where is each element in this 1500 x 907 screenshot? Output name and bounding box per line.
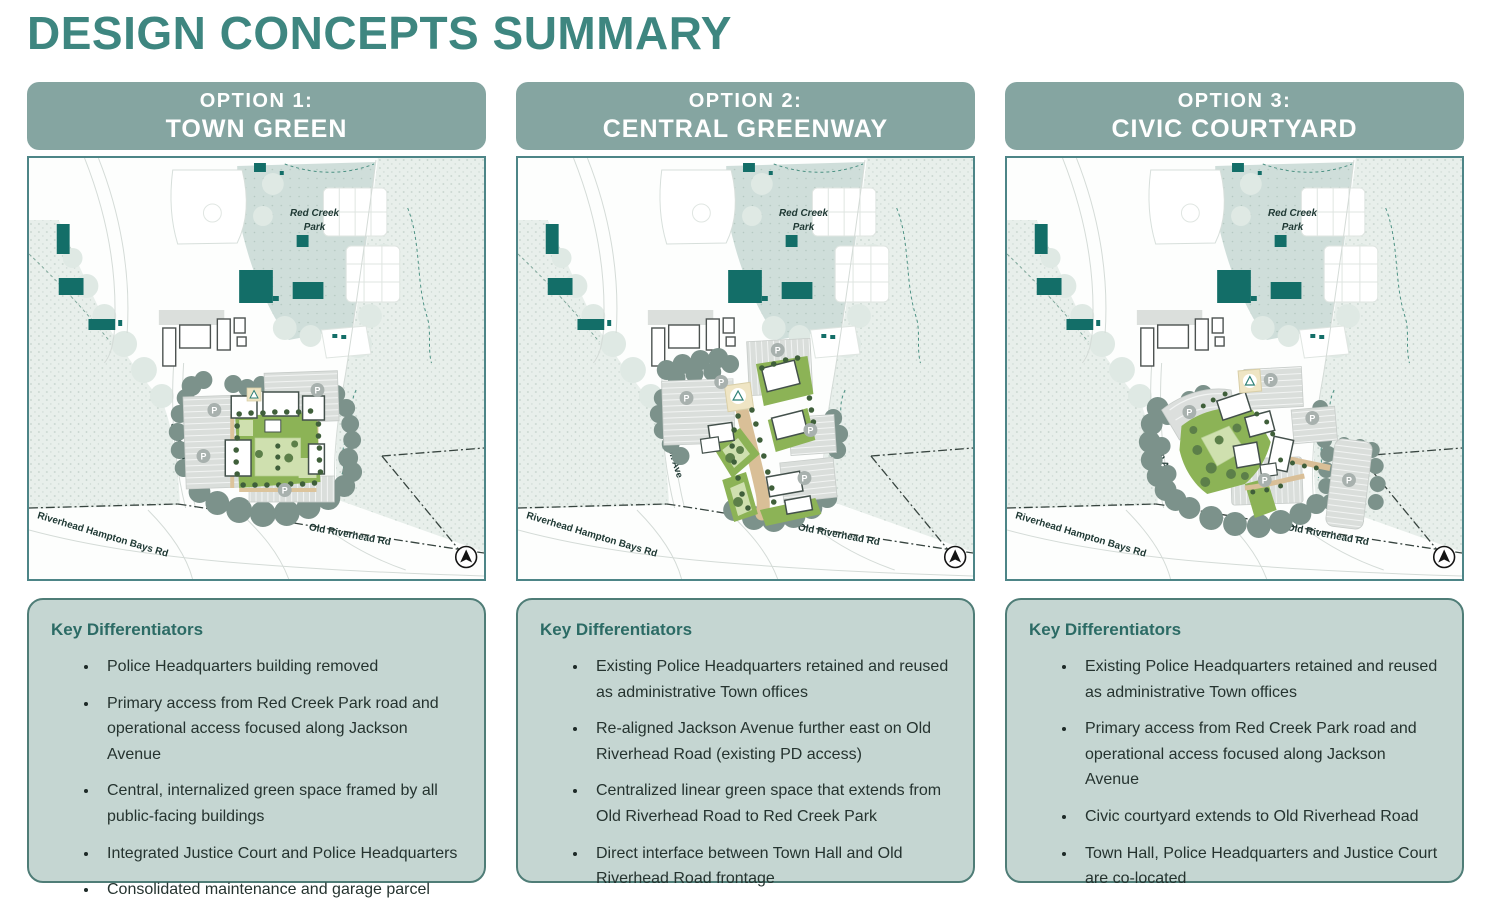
svg-text:P: P: [802, 473, 808, 483]
key-differentiators-heading: Key Differentiators: [51, 620, 204, 639]
proposed-buildings: [1215, 390, 1295, 478]
site-plan-map-option-2: P P P P P: [518, 158, 973, 579]
parking-markers: P P P P P: [1182, 373, 1356, 487]
svg-text:P: P: [1309, 413, 1315, 423]
option-1-site-plan: P P P P: [168, 370, 363, 527]
site-plan-map-option-3: P P P P P: [1007, 158, 1462, 579]
option-column-2: OPTION 2: CENTRAL GREENWAY: [516, 82, 975, 887]
svg-text:P: P: [684, 393, 690, 403]
option-1-title-line1: OPTION 1:: [199, 90, 314, 112]
pavilion-icon: [246, 387, 262, 402]
svg-text:P: P: [807, 425, 813, 435]
key-differentiators-list: Existing Police Headquarters retained an…: [1029, 654, 1438, 892]
bullet-item: Central, internalized green space framed…: [99, 778, 460, 829]
key-differentiators-heading: Key Differentiators: [540, 620, 693, 639]
svg-text:P: P: [775, 345, 781, 355]
bullet-item: Existing Police Headquarters retained an…: [1077, 654, 1438, 705]
proposed-buildings: [699, 359, 814, 516]
option-1-title-line2: TOWN GREEN: [165, 115, 348, 143]
option-3-title-line1: OPTION 3:: [1177, 90, 1292, 112]
option-3-title-line2: CIVIC COURTYARD: [1111, 115, 1358, 143]
svg-text:P: P: [1262, 475, 1268, 485]
svg-text:P: P: [1268, 375, 1274, 385]
bullet-item: Town Hall, Police Headquarters and Justi…: [1077, 841, 1438, 892]
courtyard-trees: [255, 440, 299, 463]
svg-text:P: P: [200, 451, 206, 461]
bullet-item: Consolidated maintenance and garage parc…: [99, 877, 460, 903]
site-plan-map-option-1: P P P P: [29, 158, 484, 579]
option-1-map-panel: P P P P: [27, 156, 486, 581]
bullet-item: Centralized linear green space that exte…: [588, 778, 949, 829]
svg-text:P: P: [314, 385, 320, 395]
option-3-header: OPTION 3: CIVIC COURTYARD: [1005, 82, 1464, 150]
option-column-1: OPTION 1: TOWN GREEN: [27, 82, 486, 898]
option-2-site-plan: P P P P P: [649, 337, 849, 532]
greenway-path: [735, 403, 770, 521]
bullet-item: Civic courtyard extends to Old Riverhead…: [1077, 804, 1438, 830]
option-3-site-plan: P P P P P: [1138, 366, 1386, 538]
bullet-item: Primary access from Red Creek Park road …: [1077, 716, 1438, 793]
option-1-header: OPTION 1: TOWN GREEN: [27, 82, 486, 150]
key-differentiators-list: Police Headquarters building removed Pri…: [51, 654, 460, 903]
option-2-header: OPTION 2: CENTRAL GREENWAY: [516, 82, 975, 150]
bullet-item: Primary access from Red Creek Park road …: [99, 691, 460, 768]
parking-markers: P P P P P: [679, 343, 818, 485]
svg-text:P: P: [282, 485, 288, 495]
page-title: DESIGN CONCEPTS SUMMARY: [27, 7, 732, 59]
option-1-key-differentiators-panel: Key Differentiators Police Headquarters …: [27, 598, 486, 898]
option-2-map-panel: P P P P P: [516, 156, 975, 581]
option-2-key-differentiators-panel: Key Differentiators Existing Police Head…: [516, 598, 975, 887]
option-3-key-differentiators-panel: Key Differentiators Existing Police Head…: [1005, 598, 1464, 887]
key-differentiators-heading: Key Differentiators: [1029, 620, 1182, 639]
option-2-title-line2: CENTRAL GREENWAY: [602, 115, 889, 143]
bullet-item: Integrated Justice Court and Police Head…: [99, 841, 460, 867]
parking-markers: P P P P: [196, 383, 325, 497]
option-column-3: OPTION 3: CIVIC COURTYARD: [1005, 82, 1464, 887]
bullet-item: Police Headquarters building removed: [99, 654, 460, 680]
svg-text:P: P: [1186, 407, 1192, 417]
option-3-map-panel: P P P P P: [1005, 156, 1464, 581]
svg-text:P: P: [211, 405, 217, 415]
svg-text:P: P: [718, 377, 724, 387]
option-2-title-line1: OPTION 2:: [688, 90, 803, 112]
pavilion-icon: [723, 381, 755, 413]
tree-clusters: [649, 348, 849, 532]
bullet-item: Direct interface between Town Hall and O…: [588, 841, 949, 892]
street-trees: [729, 355, 817, 511]
proposed-buildings: [224, 391, 326, 477]
svg-text:P: P: [1346, 475, 1352, 485]
options-grid: OPTION 1: TOWN GREEN: [0, 82, 1500, 898]
pavilion-icon: [1237, 368, 1263, 394]
street-trees: [233, 408, 324, 488]
bullet-item: Re-aligned Jackson Avenue further east o…: [588, 716, 949, 767]
street-trees: [1200, 391, 1319, 495]
key-differentiators-list: Existing Police Headquarters retained an…: [540, 654, 949, 892]
bullet-item: Existing Police Headquarters retained an…: [588, 654, 949, 705]
